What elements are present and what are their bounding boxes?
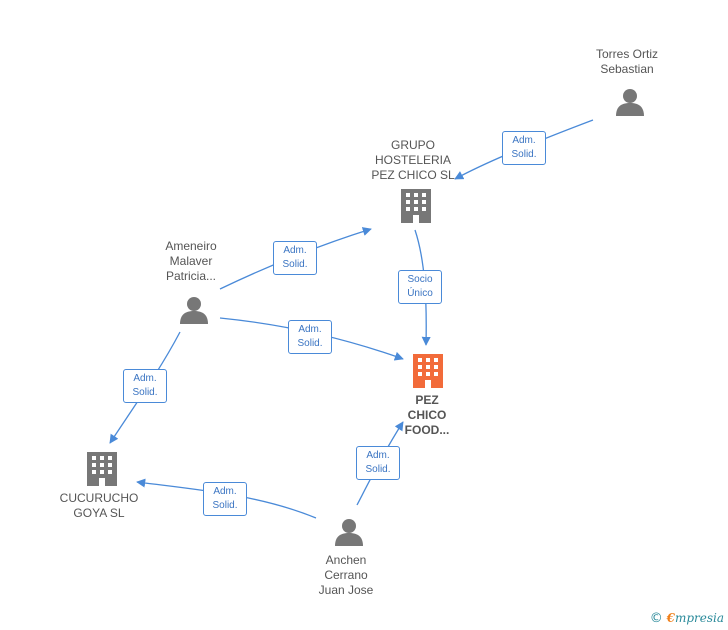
building-icon-pez-focus[interactable] — [413, 354, 443, 388]
node-label-pez[interactable]: PEZ CHICO FOOD... — [387, 393, 467, 438]
node-label-line: Sebastian — [600, 62, 654, 76]
edge-label-line: Adm. — [298, 324, 322, 335]
edge-label-ameneiro-grupo: Adm. Solid. — [273, 241, 317, 275]
edge-label-line: Único — [407, 288, 433, 299]
edge-label-line: Adm. — [366, 450, 390, 461]
edge-label-anchen-cucurucho: Adm. Solid. — [203, 482, 247, 516]
node-label-grupo[interactable]: GRUPO HOSTELERIA PEZ CHICO SL — [358, 138, 468, 183]
edge-label-line: Solid. — [365, 464, 391, 475]
person-icon-anchen[interactable] — [335, 519, 363, 546]
edge-label-torres-grupo: Adm. Solid. — [502, 131, 546, 165]
edge-label-line: Solid. — [297, 338, 323, 349]
node-label-line: Juan Jose — [318, 583, 374, 597]
person-icon-ameneiro[interactable] — [180, 297, 208, 324]
node-label-line: Torres Ortiz — [595, 47, 658, 61]
edge-label-ameneiro-pez: Adm. Solid. — [288, 320, 332, 354]
edge-label-line: Adm. — [283, 245, 307, 256]
node-label-torres[interactable]: Torres Ortiz Sebastian — [577, 47, 677, 77]
brand-logo[interactable]: © €mpresia — [650, 611, 724, 626]
edge-label-line: Solid. — [212, 500, 238, 511]
person-icon-torres[interactable] — [616, 89, 644, 116]
node-label-line: Patricia... — [165, 269, 216, 283]
copyright-icon: © — [649, 611, 663, 626]
node-label-line: CHICO — [407, 408, 447, 422]
edge-label-ameneiro-cucurucho: Adm. Solid. — [123, 369, 167, 403]
node-label-cucurucho[interactable]: CUCURUCHO GOYA SL — [49, 491, 149, 521]
node-label-line: HOSTELERIA — [374, 153, 452, 167]
node-label-line: PEZ — [415, 393, 439, 407]
node-label-line: FOOD... — [404, 423, 450, 437]
node-label-line: Ameneiro — [165, 239, 217, 253]
edge-label-line: Adm. — [133, 373, 157, 384]
edge-label-line: Adm. — [512, 135, 536, 146]
edge-label-line: Socio — [407, 274, 433, 285]
edge-label-line: Solid. — [282, 259, 308, 270]
node-label-ameneiro[interactable]: Ameneiro Malaver Patricia... — [141, 239, 241, 284]
node-label-line: CUCURUCHO — [59, 491, 139, 505]
node-label-line: Malaver — [169, 254, 213, 268]
edge-label-anchen-pez: Adm. Solid. — [356, 446, 400, 480]
node-label-line: Cerrano — [324, 568, 368, 582]
node-label-line: PEZ CHICO SL — [371, 168, 455, 182]
node-label-anchen[interactable]: Anchen Cerrano Juan Jose — [296, 553, 396, 598]
edge-label-line: Solid. — [511, 149, 537, 160]
node-label-line: Anchen — [325, 553, 367, 567]
edge-label-line: Solid. — [132, 387, 158, 398]
edge-label-line: Adm. — [213, 486, 237, 497]
brand-logo-text: mpresia — [674, 611, 724, 625]
node-label-line: GOYA SL — [73, 506, 125, 520]
edge-label-grupo-pez: Socio Único — [398, 270, 442, 304]
building-icon-cucurucho[interactable] — [87, 452, 117, 486]
building-icon-grupo[interactable] — [401, 189, 431, 223]
brand-logo-e: € — [666, 611, 675, 625]
node-label-line: GRUPO — [390, 138, 435, 152]
